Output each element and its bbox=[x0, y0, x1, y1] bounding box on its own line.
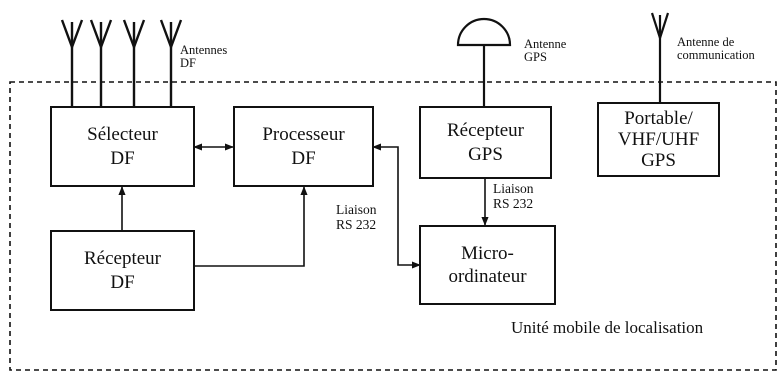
communication-antenna-label: Antenne de communication bbox=[677, 35, 755, 63]
micro-ordinateur-box-line2: ordinateur bbox=[448, 266, 527, 287]
micro-ordinateur-box: Micro- ordinateur bbox=[419, 225, 556, 305]
rs232-link-label-left: Liaison RS 232 bbox=[336, 202, 377, 232]
selecteur-df-box-line2: DF bbox=[110, 147, 135, 169]
communication-antenna-label-line2: communication bbox=[677, 48, 755, 63]
df-antennas-label: Antennes DF bbox=[180, 43, 228, 71]
communication-antenna-label-line1: Antenne de bbox=[677, 35, 735, 49]
rs232-link-label-gps-line2: RS 232 bbox=[493, 195, 534, 211]
recepteur-df-to-processeur-arrow bbox=[194, 186, 308, 267]
recepteur-df-box-line2: DF bbox=[110, 271, 135, 293]
portable-box-line1: Portable/ bbox=[624, 107, 693, 129]
portable-box-line2: VHF/UHF bbox=[617, 128, 700, 150]
recepteur-gps-box-line1: Récepteur bbox=[446, 120, 524, 142]
recepteur-df-box: Récepteur DF bbox=[50, 230, 195, 311]
rs232-link-label-left-line1: Liaison bbox=[336, 202, 377, 217]
gps-antenna-label-line2: GPS bbox=[524, 50, 547, 65]
df-antennas-label-line2: DF bbox=[180, 56, 196, 71]
mobile-unit-label: Unité mobile de localisation bbox=[511, 318, 704, 337]
df-antenna-icon bbox=[159, 19, 183, 107]
df-antenna-icon bbox=[122, 19, 146, 107]
selecteur-df-box: Sélecteur DF bbox=[50, 106, 195, 187]
processeur-df-box-line2: DF bbox=[291, 147, 316, 169]
micro-ordinateur-box-line1: Micro- bbox=[461, 242, 514, 264]
gps-antenna-icon bbox=[456, 17, 512, 107]
gps-antenna-label-line1: Antenne bbox=[524, 37, 567, 51]
selecteur-df-box-line1: Sélecteur bbox=[87, 124, 158, 146]
recepteur-gps-box-line2: GPS bbox=[468, 143, 503, 165]
rs232-link-label-gps: Liaison RS 232 bbox=[493, 181, 534, 211]
processeur-df-box: Processeur DF bbox=[233, 106, 374, 187]
rs232-link-label-left-line2: RS 232 bbox=[336, 216, 377, 232]
df-antennas-label-line1: Antennes bbox=[180, 43, 228, 57]
processeur-df-box-line1: Processeur bbox=[262, 124, 345, 146]
portable-box-line3: GPS bbox=[641, 150, 676, 172]
df-antenna-icon bbox=[60, 19, 84, 107]
portable-vhf-uhf-gps-box: Portable/ VHF/UHF GPS bbox=[597, 102, 720, 177]
recepteur-gps-box: Récepteur GPS bbox=[419, 106, 552, 179]
recepteur-df-box-line1: Récepteur bbox=[83, 248, 161, 270]
mobile-unit-boundary bbox=[9, 81, 777, 371]
communication-antenna-icon bbox=[650, 12, 670, 103]
rs232-link-label-gps-line1: Liaison bbox=[493, 181, 534, 196]
processeur-micro-arrow bbox=[372, 143, 421, 269]
df-antenna-icon bbox=[89, 19, 113, 107]
gps-antenna-label: Antenne GPS bbox=[524, 37, 567, 65]
